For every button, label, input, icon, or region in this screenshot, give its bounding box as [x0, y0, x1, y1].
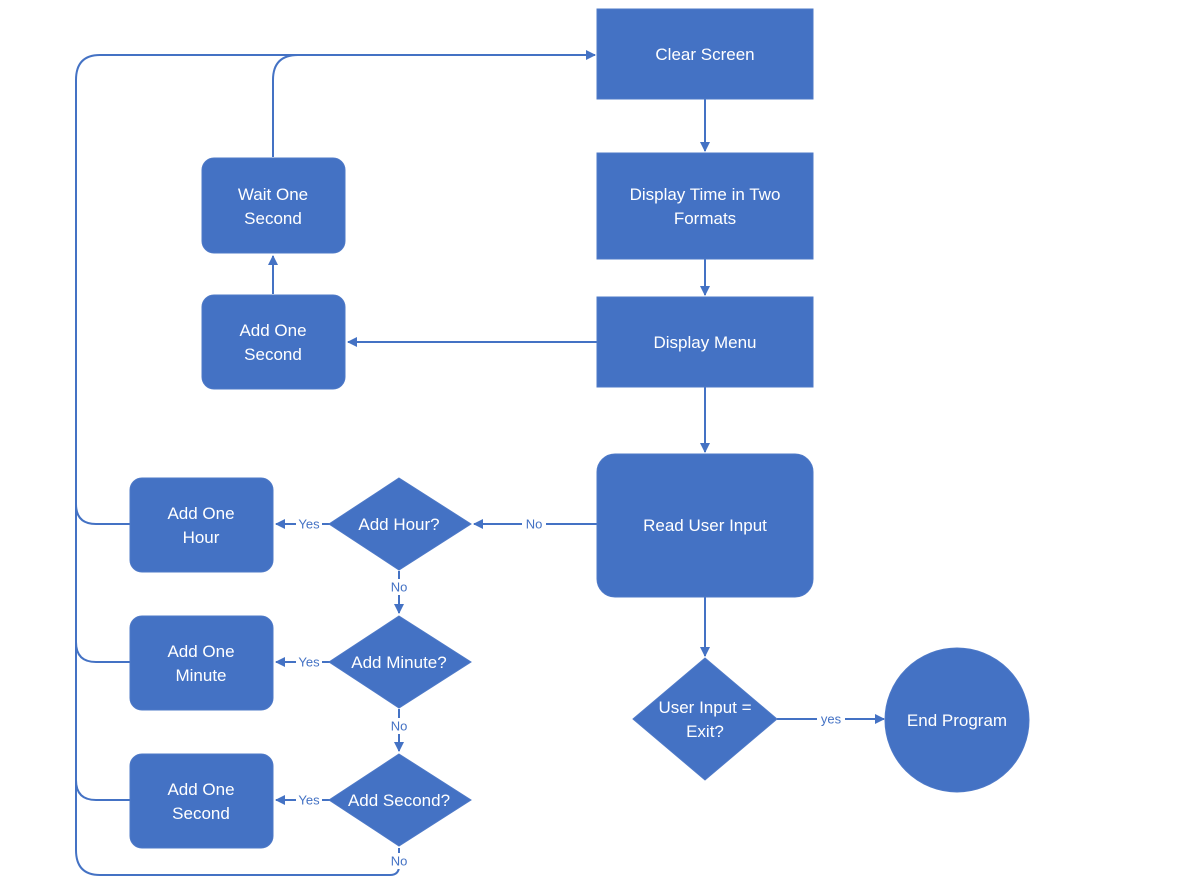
- label-hour-yes: Yes: [298, 516, 320, 531]
- node-add-hour-decision-label: Add Hour?: [358, 515, 439, 534]
- node-add-minute-decision: Add Minute?: [328, 615, 472, 709]
- node-wait-one-second: Wait One Second: [201, 157, 346, 254]
- node-add-minute-decision-label: Add Minute?: [351, 653, 446, 672]
- node-add-one-second-top: Add One Second: [201, 294, 346, 390]
- node-add-hour-decision: Add Hour?: [328, 477, 472, 571]
- node-add-one-second-top-label-line1: Add One: [239, 321, 306, 340]
- node-add-one-second-bottom-label-line2: Second: [172, 804, 230, 823]
- label-exit-yes: yes: [821, 711, 842, 726]
- connector-add-minute-to-loop: [75, 641, 130, 663]
- node-wait-one-second-label-line2: Second: [244, 209, 302, 228]
- node-add-one-second-bottom-label-line1: Add One: [167, 780, 234, 799]
- node-display-time-label-line2: Formats: [674, 209, 736, 228]
- node-wait-one-second-label-line1: Wait One: [238, 185, 308, 204]
- node-clear-screen-label: Clear Screen: [655, 45, 754, 64]
- node-user-input-exit-label-line1: User Input =: [658, 698, 751, 717]
- label-second-no: No: [391, 853, 408, 868]
- node-add-one-second-top-label-line2: Second: [244, 345, 302, 364]
- connector-left-loop-bus: [75, 54, 583, 876]
- node-add-one-minute: Add One Minute: [129, 615, 274, 711]
- connector-wait-to-clear-screen: [272, 50, 596, 157]
- connector-add-second-bottom-to-loop: [75, 779, 130, 801]
- node-add-one-minute-label-line2: Minute: [175, 666, 226, 685]
- node-display-time: Display Time in Two Formats: [596, 152, 814, 260]
- node-read-user-input: Read User Input: [596, 453, 814, 598]
- node-end-program: End Program: [884, 647, 1030, 793]
- node-display-menu-label: Display Menu: [654, 333, 757, 352]
- connector-add-hour-to-loop: [75, 503, 130, 525]
- node-add-one-minute-label-line1: Add One: [167, 642, 234, 661]
- node-add-one-hour-label-line1: Add One: [167, 504, 234, 523]
- node-display-time-label-line1: Display Time in Two: [630, 185, 781, 204]
- label-read-to-hour: No: [526, 516, 543, 531]
- node-add-one-hour: Add One Hour: [129, 477, 274, 573]
- label-minute-yes: Yes: [298, 654, 320, 669]
- node-add-second-decision: Add Second?: [328, 753, 472, 847]
- label-minute-no: No: [391, 718, 408, 733]
- node-clear-screen: Clear Screen: [596, 8, 814, 100]
- label-second-yes: Yes: [298, 792, 320, 807]
- label-hour-no: No: [391, 579, 408, 594]
- node-read-user-input-label: Read User Input: [643, 516, 767, 535]
- node-user-input-exit-decision: User Input = Exit?: [632, 657, 778, 781]
- nodes: Clear Screen Display Time in Two Formats…: [129, 8, 1030, 849]
- node-display-menu: Display Menu: [596, 296, 814, 388]
- node-end-program-label: End Program: [907, 711, 1007, 730]
- node-add-one-hour-label-line2: Hour: [183, 528, 220, 547]
- node-add-second-decision-label: Add Second?: [348, 791, 450, 810]
- node-user-input-exit-label-line2: Exit?: [686, 722, 724, 741]
- edge-labels: No Yes No Yes No Yes No yes: [296, 516, 845, 869]
- node-add-one-second-bottom: Add One Second: [129, 753, 274, 849]
